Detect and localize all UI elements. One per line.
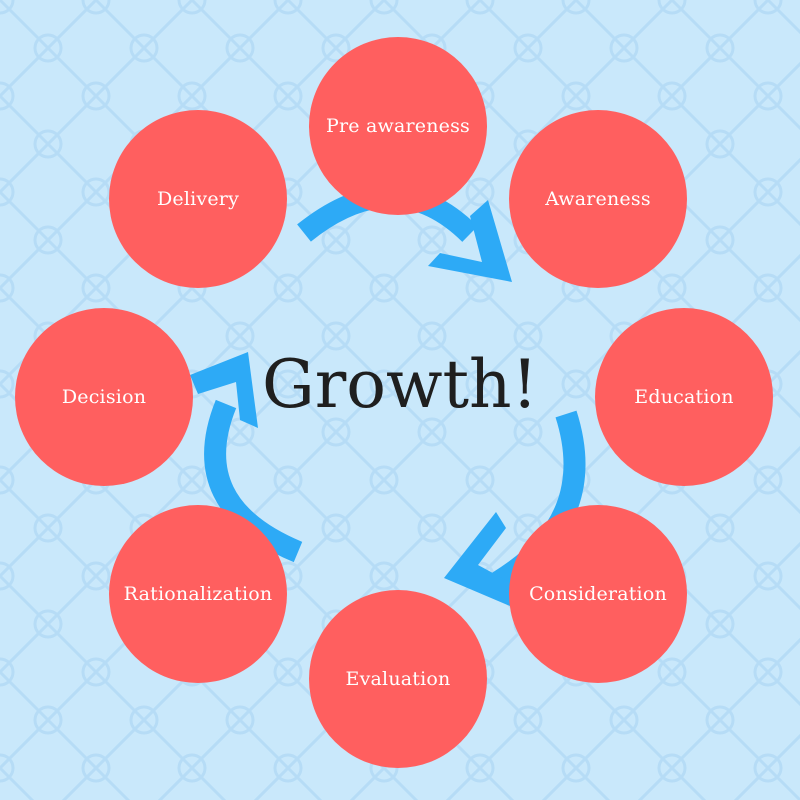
arrow-left: [190, 352, 303, 563]
stage-label: Pre awareness: [326, 115, 470, 137]
stage-pre-awareness: Pre awareness: [309, 37, 487, 215]
center-title: Growth!: [261, 346, 539, 423]
stage-label: Evaluation: [345, 668, 451, 690]
stage-label: Delivery: [156, 188, 240, 210]
stage-label: Education: [634, 386, 734, 408]
stage-decision: Decision: [15, 308, 193, 486]
stage-label: Decision: [61, 386, 147, 408]
stage-education: Education: [595, 308, 773, 486]
stage-delivery: Delivery: [109, 110, 287, 288]
stage-rationalization: Rationalization: [109, 505, 287, 683]
stage-label: Awareness: [545, 188, 651, 210]
stage-evaluation: Evaluation: [309, 590, 487, 768]
stage-consideration: Consideration: [509, 505, 687, 683]
stage-label: Rationalization: [123, 583, 273, 605]
stage-label: Consideration: [529, 583, 667, 605]
stage-awareness: Awareness: [509, 110, 687, 288]
